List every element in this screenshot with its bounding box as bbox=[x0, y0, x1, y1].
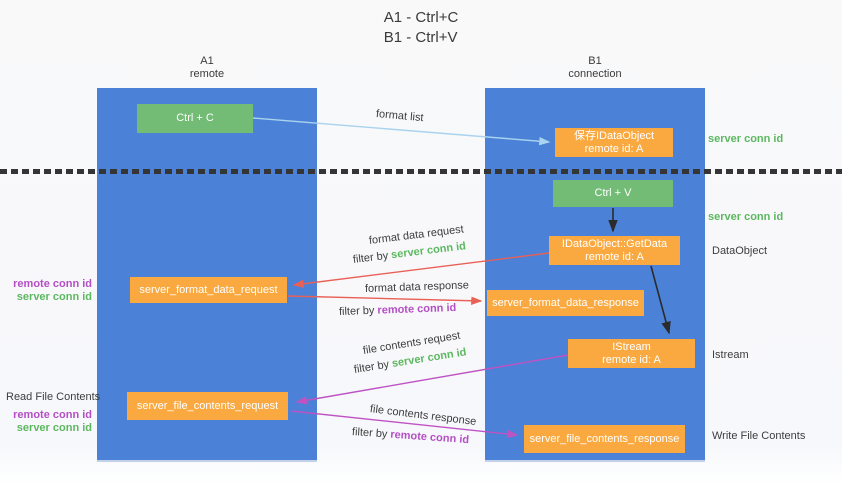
server-format-data-request-label: server_format_data_request bbox=[139, 283, 278, 296]
server-conn-id-annotation-top: server conn id bbox=[708, 133, 784, 145]
file-contents-request-arrow bbox=[295, 354, 569, 405]
format-data-response-arrow bbox=[287, 295, 483, 305]
ctrl-v-node: Ctrl + V bbox=[553, 180, 673, 207]
filter-by-text: filter by bbox=[351, 426, 388, 441]
lifeline-header-b1: B1 connection bbox=[535, 55, 655, 81]
server-file-contents-request-label: server_file_contents_request bbox=[136, 399, 279, 412]
server-file-contents-response-node: server_file_contents_response bbox=[524, 425, 685, 453]
remote-conn-id-annotation: remote conn id bbox=[13, 278, 92, 290]
idataobject-getdata-node: IDataObject::GetData remote id: A bbox=[549, 236, 680, 265]
remote-conn-id-annotation: remote conn id bbox=[13, 409, 92, 421]
server-conn-id-annotation-mid: server conn id bbox=[708, 211, 784, 223]
istream-node: IStream remote id: A bbox=[568, 339, 695, 368]
ctrl-c-node: Ctrl + C bbox=[137, 104, 253, 133]
lifeline-header-a1: A1 remote bbox=[147, 55, 267, 81]
read-file-contents-annotation: Read File Contents bbox=[6, 391, 101, 403]
server-format-data-request-node: server_format_data_request bbox=[130, 277, 287, 303]
save-idataobject-node: 保存IDataObject remote id: A bbox=[555, 128, 673, 157]
server-file-contents-request-node: server_file_contents_request bbox=[127, 392, 288, 420]
save-idataobject-subtitle: remote id: A bbox=[584, 142, 644, 155]
write-file-contents-annotation: Write File Contents bbox=[712, 430, 806, 442]
diagram-title: A1 - Ctrl+C B1 - Ctrl+V bbox=[0, 8, 842, 48]
lifeline-b1-role: connection bbox=[568, 68, 622, 80]
idataobject-getdata-subtitle: remote id: A bbox=[585, 250, 644, 263]
server-format-data-response-node: server_format_data_response bbox=[487, 290, 644, 316]
dataobject-annotation: DataObject bbox=[712, 245, 768, 257]
ctrl-c-label: Ctrl + C bbox=[176, 112, 214, 124]
format-request-conn-ids: remote conn id server conn id bbox=[2, 278, 92, 304]
format-data-request-arrow bbox=[292, 252, 550, 288]
getdata-to-istream-arrow bbox=[650, 265, 671, 335]
server-format-data-response-label: server_format_data_response bbox=[492, 296, 639, 309]
server-file-contents-response-label: server_file_contents_response bbox=[529, 432, 680, 445]
lifeline-b1-name: B1 bbox=[588, 55, 602, 67]
lifeline-a1-role: remote bbox=[189, 68, 225, 80]
server-conn-id-annotation: server conn id bbox=[16, 422, 92, 434]
istream-title: IStream bbox=[612, 340, 651, 353]
istream-subtitle: remote id: A bbox=[602, 353, 661, 366]
title-line-1: A1 - Ctrl+C bbox=[383, 9, 459, 26]
save-idataobject-title: 保存IDataObject bbox=[573, 129, 655, 142]
server-conn-id-annotation: server conn id bbox=[16, 291, 92, 303]
title-line-2: B1 - Ctrl+V bbox=[383, 29, 458, 46]
istream-annotation: Istream bbox=[712, 349, 749, 361]
ctrl-v-label: Ctrl + V bbox=[594, 187, 632, 199]
idataobject-getdata-title: IDataObject::GetData bbox=[561, 237, 668, 250]
filter-by-text: filter by bbox=[338, 304, 375, 318]
file-request-conn-ids: remote conn id server conn id bbox=[2, 409, 92, 435]
lifeline-a1-name: A1 bbox=[200, 55, 214, 67]
file-contents-response-arrow bbox=[290, 410, 519, 439]
session-divider-dotted-line bbox=[0, 169, 842, 174]
format-list-arrow bbox=[252, 117, 551, 146]
